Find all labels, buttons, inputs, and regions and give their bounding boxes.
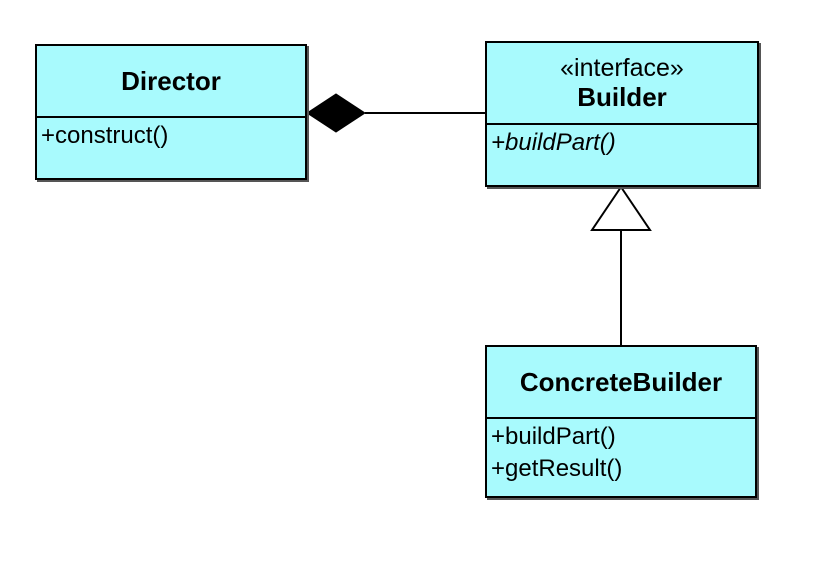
class-builder-name: Builder: [577, 82, 667, 112]
realization-triangle: [590, 185, 652, 231]
class-builder-stereotype: «interface»: [560, 54, 684, 82]
class-concrete-builder-name: ConcreteBuilder: [519, 367, 723, 397]
class-director-name: Director: [121, 66, 221, 96]
class-director-operation: +construct(): [41, 122, 169, 149]
class-director-operations: +construct(): [37, 118, 305, 152]
class-concrete-builder-header: ConcreteBuilder: [487, 347, 755, 419]
class-director: Director +construct(): [35, 44, 307, 180]
class-builder-operations: +buildPart(): [487, 125, 757, 159]
class-concrete-builder: ConcreteBuilder +buildPart() +getResult(…: [485, 345, 757, 498]
class-builder-operation: +buildPart(): [491, 129, 616, 156]
class-director-header: Director: [37, 46, 305, 118]
class-concrete-builder-operation: +getResult(): [491, 455, 623, 482]
class-builder-header: «interface» Builder: [487, 43, 757, 125]
class-builder: «interface» Builder +buildPart(): [485, 41, 759, 187]
composition-diamond: [306, 93, 366, 133]
class-concrete-builder-operation: +buildPart(): [491, 423, 616, 450]
class-concrete-builder-operations: +buildPart() +getResult(): [487, 419, 755, 485]
